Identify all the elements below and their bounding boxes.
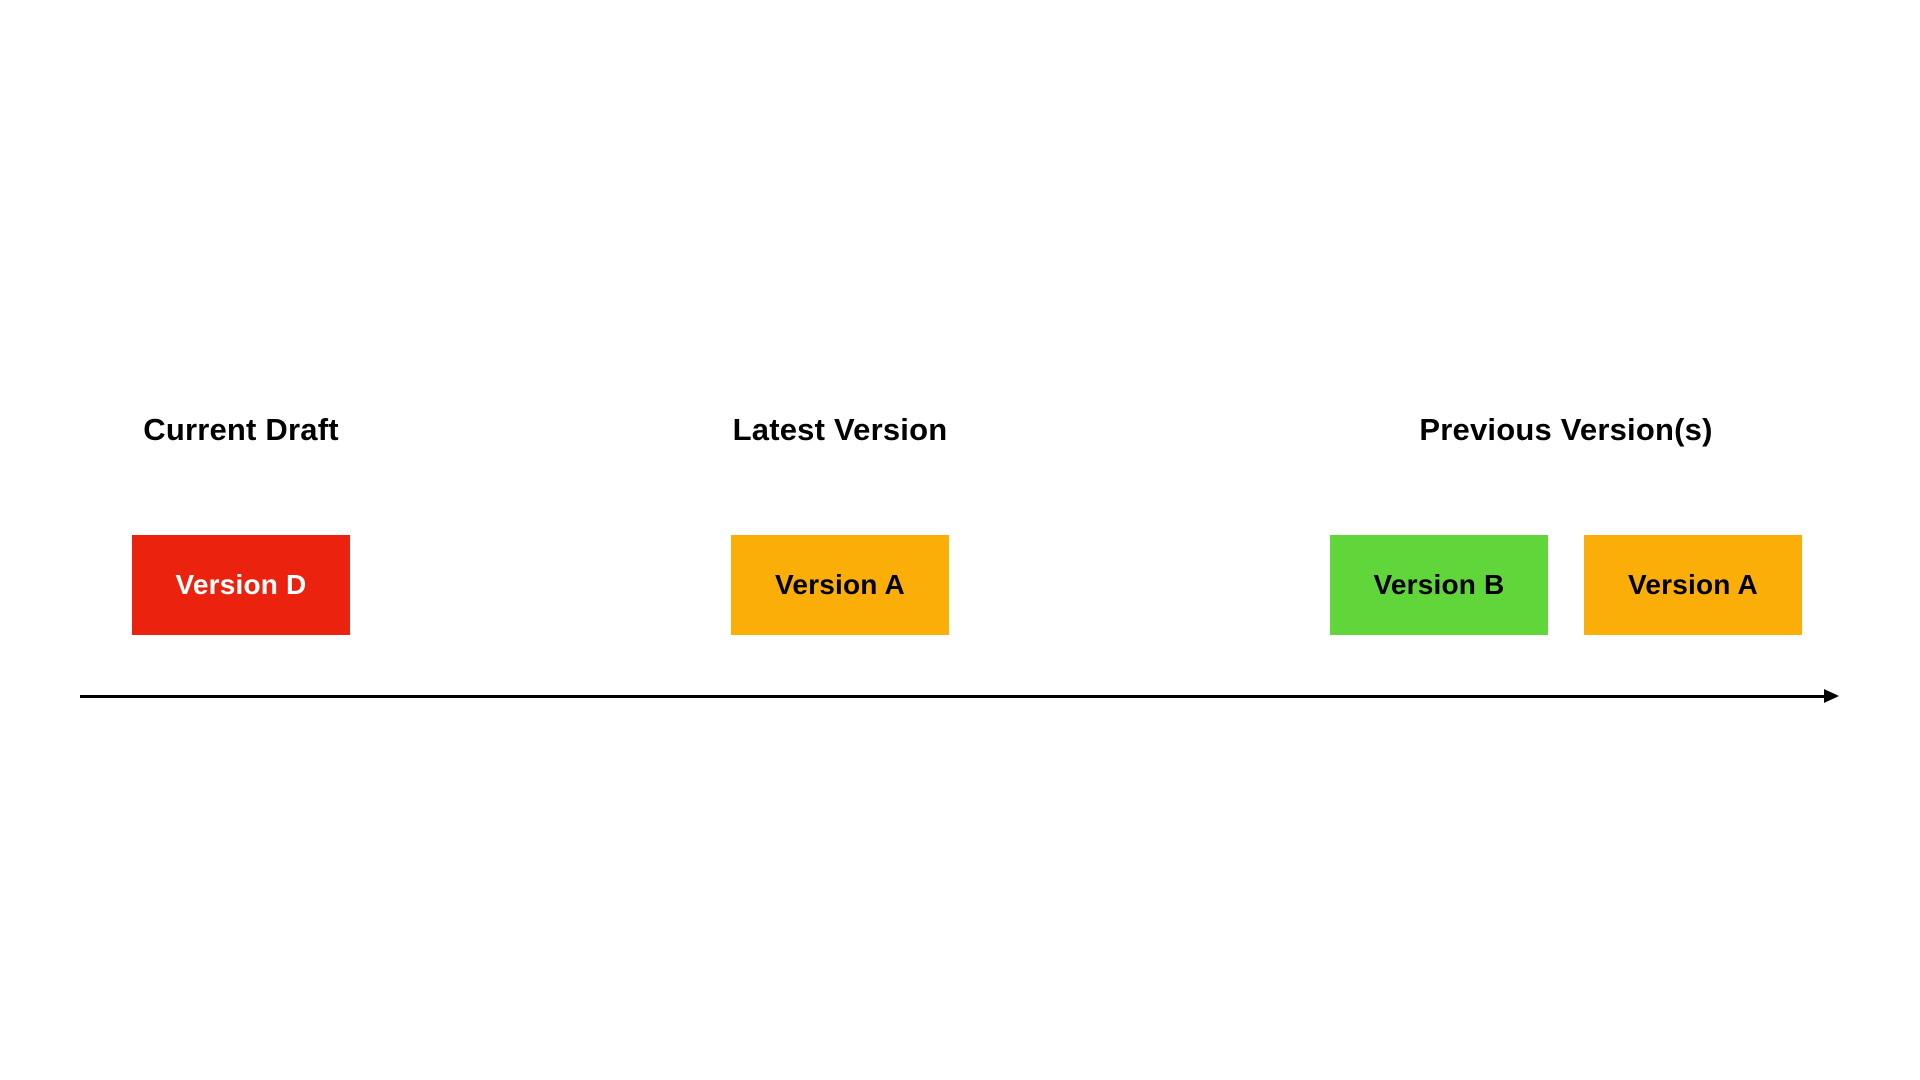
version-box-previous-version-a: Version A <box>1584 535 1802 635</box>
version-box-label: Version A <box>1628 569 1758 600</box>
version-box-label: Version B <box>1373 569 1505 600</box>
arrow-right-icon <box>1824 689 1839 703</box>
timeline-axis-line <box>80 695 1828 698</box>
version-box-current-draft: Version D <box>132 535 350 635</box>
group-title-previous-versions: Previous Version(s) <box>1419 412 1713 447</box>
version-box-label: Version D <box>175 569 307 600</box>
version-box-latest-version: Version A <box>731 535 949 635</box>
version-box-previous-version-b: Version B <box>1330 535 1548 635</box>
group-title-latest-version: Latest Version <box>732 412 948 447</box>
group-title-current-draft: Current Draft <box>143 412 339 447</box>
version-box-label: Version A <box>775 569 905 600</box>
